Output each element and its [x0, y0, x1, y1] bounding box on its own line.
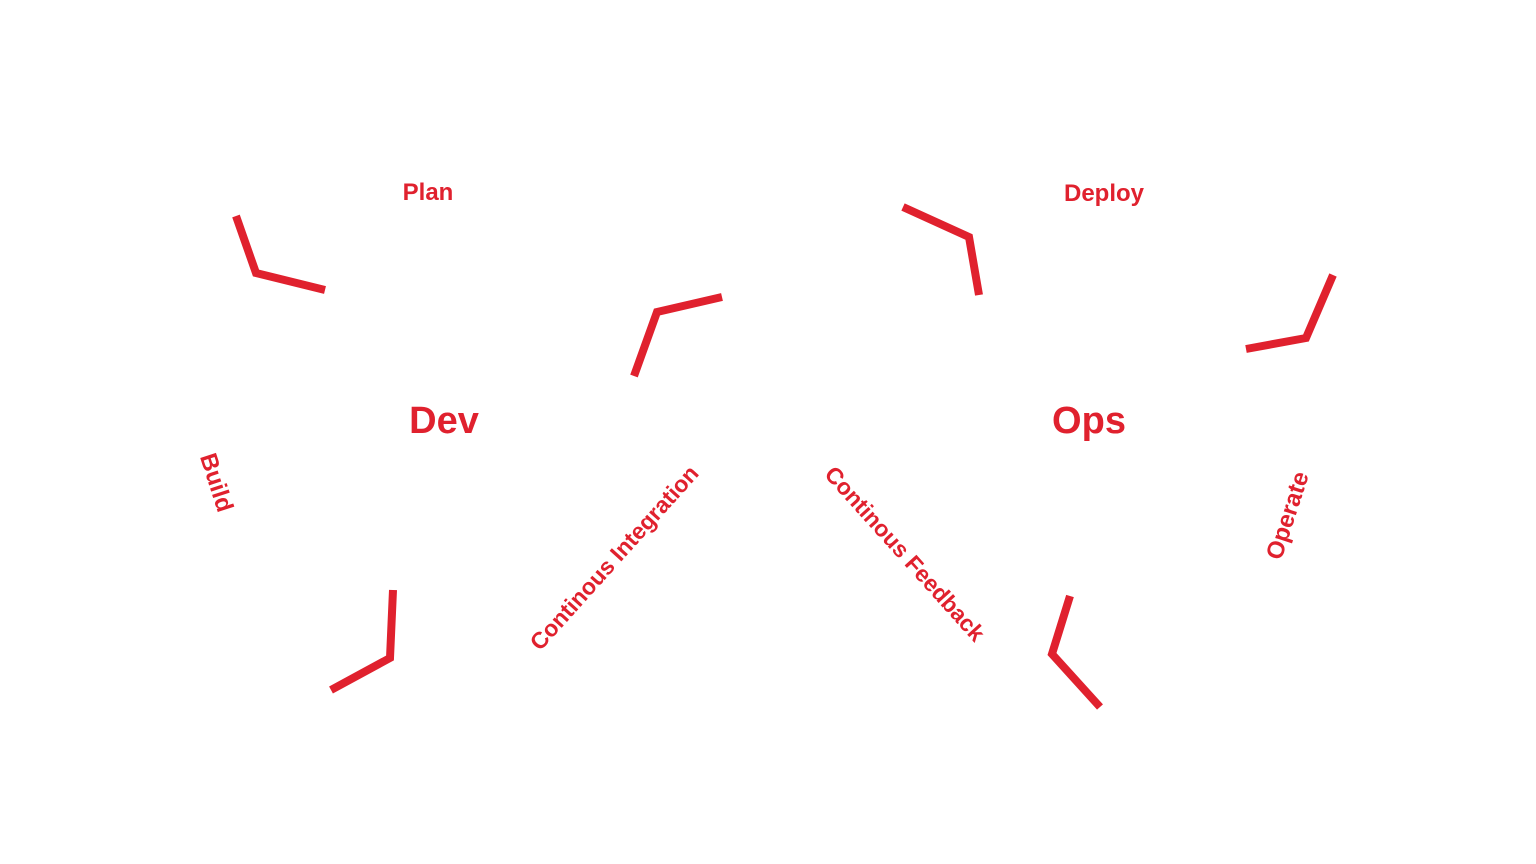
arrow-chevron-plan — [232, 214, 326, 294]
label-ops: Ops — [1052, 400, 1126, 442]
arrow-chevron-integration — [630, 293, 723, 378]
arrow-chevron-build — [329, 589, 397, 694]
label-dev: Dev — [409, 400, 479, 442]
arrow-chevron-deploy — [901, 203, 983, 296]
label-continuous-feedback: Continous Feedback — [820, 461, 991, 647]
label-build: Build — [194, 450, 238, 515]
arrow-chevron-operate — [1245, 273, 1337, 353]
label-operate: Operate — [1261, 468, 1315, 563]
label-deploy: Deploy — [1064, 180, 1145, 207]
label-continuous-integration: Continous Integration — [524, 460, 703, 655]
arrow-chevron-feedback — [1047, 594, 1103, 710]
label-plan: Plan — [403, 179, 454, 206]
